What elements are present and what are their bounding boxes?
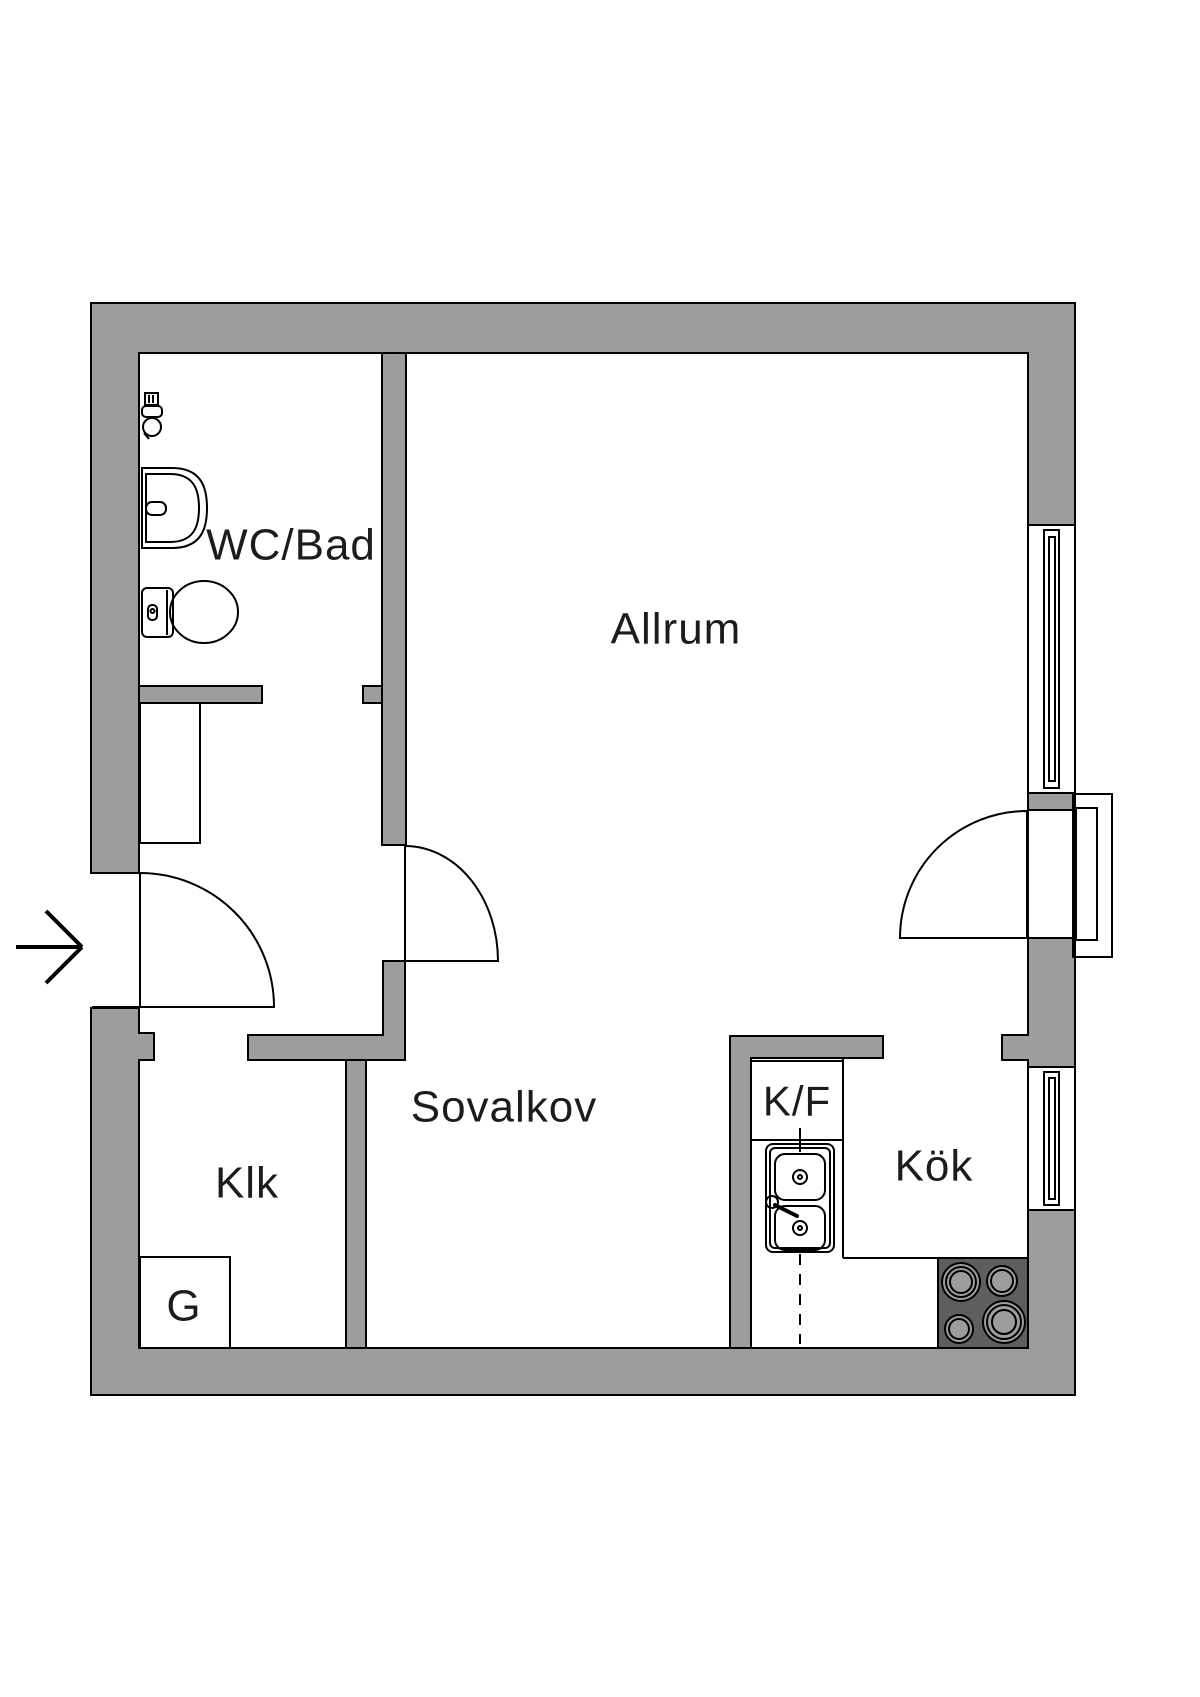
wardrobe-label: G [166, 1282, 201, 1331]
wall-wc-south [138, 685, 263, 704]
wall-east-mid [1027, 792, 1076, 811]
washbasin-icon [141, 467, 209, 549]
toilet-icon [141, 580, 239, 644]
wall-top-ring [90, 302, 1076, 874]
entry-door-swing [139, 871, 276, 1008]
wall-wc-south-stub [362, 685, 383, 704]
balcony-door [898, 793, 1113, 958]
french-balcony-inner [1075, 807, 1098, 941]
interior-walls [138, 352, 884, 1349]
hall-cabinet [139, 702, 201, 844]
wall-wc-allrum [381, 352, 407, 846]
room-label-wc-bad: WC/Bad [206, 521, 376, 570]
fridge-freezer-label: K/F [763, 1078, 831, 1125]
shower-mixer-icon [141, 392, 163, 440]
window-allrum [1027, 524, 1076, 794]
kitchen-sink-icon [765, 1143, 835, 1253]
wall-east-lower [1001, 937, 1076, 1068]
entry-arrow-icon [16, 909, 84, 985]
wall-hall-south [247, 960, 406, 1061]
balcony-door-swing [898, 809, 1028, 939]
outer-walls [90, 302, 1076, 1396]
room-label-kok: Kök [895, 1142, 974, 1191]
french-balcony-outer [1072, 793, 1113, 958]
wardrobe-box: G [139, 1256, 231, 1349]
faucet-icon [765, 1195, 779, 1209]
sovalkov-door [404, 844, 500, 962]
wall-klk-divider [345, 1059, 367, 1349]
wall-kitchen [729, 1035, 884, 1349]
fridge-freezer-box: K/F [750, 1060, 844, 1141]
room-label-allrum: Allrum [611, 605, 742, 654]
room-label-sovalkov: Sovalkov [411, 1083, 598, 1132]
sovalkov-door-swing [404, 844, 500, 962]
stove-icon [937, 1257, 1029, 1349]
window-kok [1027, 1066, 1076, 1211]
entry-door [92, 871, 276, 1008]
room-label-klk: Klk [215, 1159, 279, 1208]
